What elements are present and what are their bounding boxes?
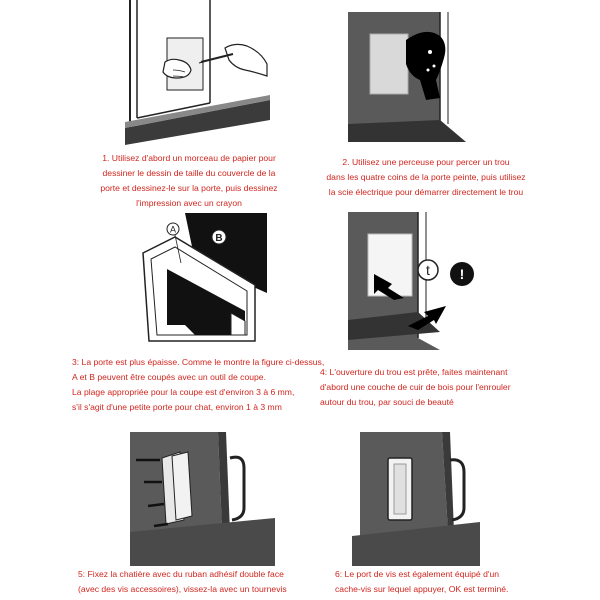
step-6-caption: 6: Le port de vis est également équipé d… <box>335 567 545 597</box>
step-2-caption: 2. Utilisez une perceuse pour percer un … <box>314 155 538 200</box>
step-4-line-3: autour du trou, par souci de beauté <box>320 395 550 410</box>
step-2-line-1: 2. Utilisez une perceuse pour percer un … <box>314 155 538 170</box>
step-2-drawing <box>348 12 466 142</box>
step-3-line-1: 3: La porte est plus épaisse. Comme le m… <box>72 355 332 370</box>
step-3-line-4: s'il s'agit d'une petite porte pour chat… <box>72 400 332 415</box>
step-2-illustration <box>348 12 466 142</box>
step-5-drawing <box>130 432 275 566</box>
step-4-line-1: 4: L'ouverture du trou est prête, faites… <box>320 365 550 380</box>
t-icon: t <box>426 262 430 278</box>
step-6-drawing <box>352 432 480 566</box>
step-5-illustration <box>130 432 275 566</box>
step-5-line-1: 5: Fixez la chatière avec du ruban adhés… <box>78 567 318 582</box>
label-a: A <box>170 225 176 235</box>
step-3-line-3: La plage appropriée pour la coupe est d'… <box>72 385 332 400</box>
step-1-drawing <box>125 0 270 145</box>
step-2-line-3: la scie électrique pour démarrer directe… <box>314 185 538 200</box>
step-4-line-2: d'abord une couche de cuir de bois pour … <box>320 380 550 395</box>
step-1-line-1: 1. Utilisez d'abord un morceau de papier… <box>88 151 290 166</box>
step-5-line-2: (avec des vis accessoires), vissez-la av… <box>78 582 318 597</box>
step-1-caption: 1. Utilisez d'abord un morceau de papier… <box>88 151 290 211</box>
step-6-line-1: 6: Le port de vis est également équipé d… <box>335 567 545 582</box>
warning-glyph: ! <box>460 266 465 282</box>
step-4-caption: 4: L'ouverture du trou est prête, faites… <box>320 365 550 410</box>
step-3-line-2: A et B peuvent être coupés avec un outil… <box>72 370 332 385</box>
label-b: B <box>215 233 222 244</box>
step-1-line-4: l'impression avec un crayon <box>88 196 290 211</box>
step-3-illustration: A B <box>135 213 267 349</box>
step-3-caption: 3: La porte est plus épaisse. Comme le m… <box>72 355 332 415</box>
step-2-line-2: dans les quatre coins de la porte peinte… <box>314 170 538 185</box>
warning-icon: ! <box>448 260 476 288</box>
step-6-line-2: cache-vis sur lequel appuyer, OK est ter… <box>335 582 545 597</box>
step-5-caption: 5: Fixez la chatière avec du ruban adhés… <box>78 567 318 597</box>
step-1-line-3: porte et dessinez-le sur la porte, puis … <box>88 181 290 196</box>
step-3-drawing: A B <box>135 213 267 349</box>
step-1-line-2: dessiner le dessin de taille du couvercl… <box>88 166 290 181</box>
step-1-illustration <box>125 0 270 145</box>
step-6-illustration <box>352 432 480 566</box>
